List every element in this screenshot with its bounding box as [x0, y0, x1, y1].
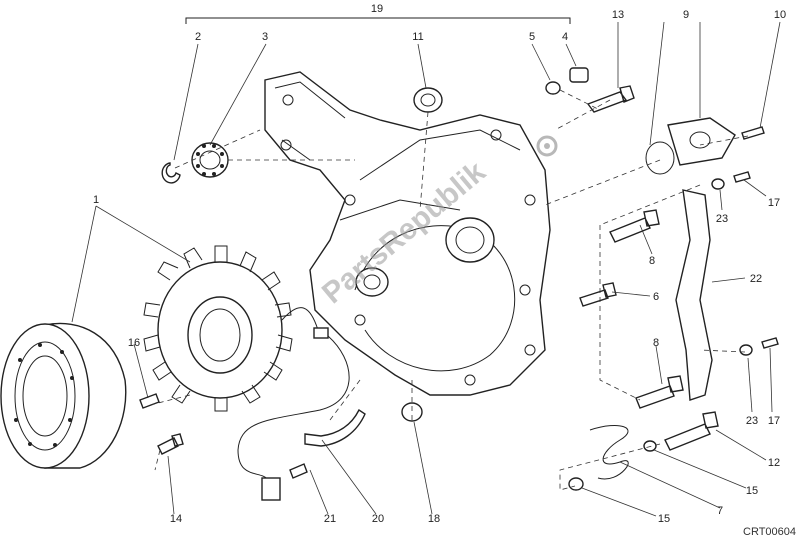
- leader-lines: [71, 21, 781, 517]
- plug[interactable]: [569, 67, 589, 83]
- callout-9: 9: [683, 9, 689, 21]
- screw[interactable]: [139, 393, 160, 409]
- cable-clip[interactable]: [589, 424, 629, 480]
- screw[interactable]: [664, 411, 719, 451]
- callout-17: 17: [768, 197, 780, 209]
- callout-3: 3: [262, 31, 268, 43]
- callout-2: 2: [195, 31, 201, 43]
- washer[interactable]: [568, 477, 584, 491]
- cable-guide-bracket[interactable]: [675, 189, 713, 401]
- callout-15: 15: [658, 513, 670, 525]
- screw[interactable]: [157, 433, 184, 455]
- callout-15: 15: [746, 485, 758, 497]
- callout-23: 23: [716, 213, 728, 225]
- screw[interactable]: [733, 171, 751, 183]
- callout-22: 22: [750, 273, 762, 285]
- callout-18: 18: [428, 513, 440, 525]
- callout-12: 12: [768, 457, 780, 469]
- callout-21: 21: [324, 513, 336, 525]
- callout-13: 13: [612, 9, 624, 21]
- parts-small: [139, 67, 779, 491]
- screw[interactable]: [586, 85, 635, 113]
- assembly-lines: [149, 89, 749, 491]
- screw[interactable]: [609, 209, 660, 243]
- screw[interactable]: [635, 375, 684, 409]
- circlip[interactable]: [161, 162, 181, 184]
- screw[interactable]: [289, 463, 308, 479]
- screw[interactable]: [761, 337, 779, 349]
- callout-10: 10: [774, 9, 786, 21]
- callout-17: 17: [768, 415, 780, 427]
- callout-19: 19: [371, 3, 383, 15]
- inspection-cover[interactable]: [667, 117, 736, 166]
- diagram-code: CRT00604: [743, 526, 796, 538]
- washer[interactable]: [739, 344, 753, 356]
- screw[interactable]: [741, 126, 765, 140]
- callout-1: 1: [93, 194, 99, 206]
- alternator-stator[interactable]: [143, 245, 350, 501]
- bearing[interactable]: [191, 142, 229, 178]
- washer[interactable]: [643, 440, 657, 452]
- callout-14: 14: [170, 513, 182, 525]
- gear-icon: [536, 135, 558, 157]
- callout-23: 23: [746, 415, 758, 427]
- callout-6: 6: [653, 291, 659, 303]
- callout-4: 4: [562, 31, 568, 43]
- oil-seal[interactable]: [413, 87, 443, 113]
- group-bracket-19: [185, 17, 571, 24]
- callout-8: 8: [653, 337, 659, 349]
- spacer[interactable]: [401, 402, 423, 422]
- callout-11: 11: [412, 31, 423, 43]
- callout-5: 5: [529, 31, 535, 43]
- cable-clamp[interactable]: [304, 408, 366, 447]
- flywheel-rotor[interactable]: [0, 322, 127, 469]
- washer[interactable]: [711, 178, 725, 190]
- washer[interactable]: [545, 81, 561, 95]
- callout-16: 16: [128, 337, 140, 349]
- generator-cover[interactable]: [264, 71, 551, 396]
- o-ring[interactable]: [645, 141, 675, 175]
- callout-20: 20: [372, 513, 384, 525]
- callout-7: 7: [717, 505, 723, 517]
- callout-labels: 19 2 3 11 5 4 13 9 10 1 23 17 8 22 6 8 1…: [93, 3, 796, 538]
- callout-8: 8: [649, 255, 655, 267]
- screw[interactable]: [579, 282, 617, 307]
